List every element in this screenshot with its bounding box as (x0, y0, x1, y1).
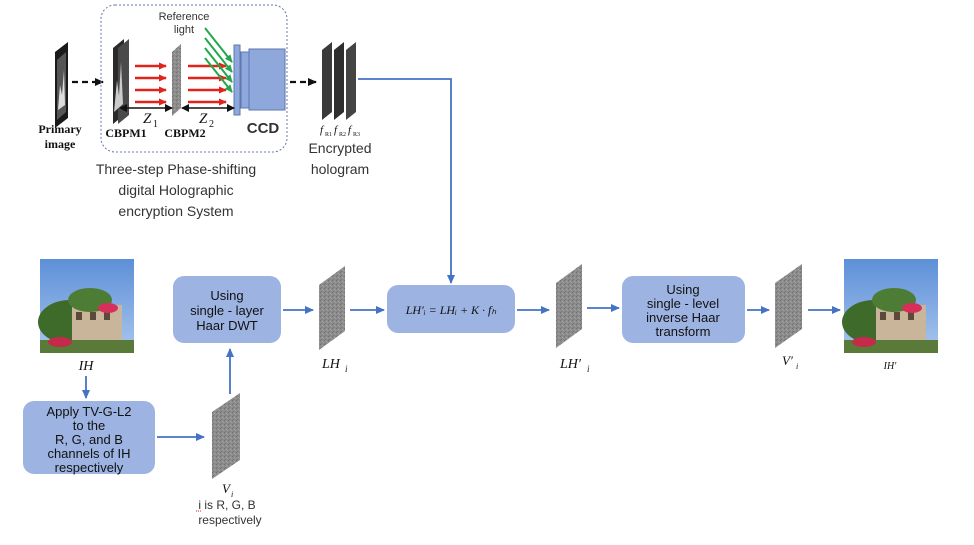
inverse-haar-box (622, 276, 745, 343)
reference-light-beams (204, 27, 233, 93)
apply-tv-g-l2-box (23, 401, 155, 474)
lhi-subscript: i (345, 364, 348, 374)
cbpm2-label: CBPM2 (164, 126, 205, 140)
haar-dwt-box (173, 276, 281, 343)
lhi-label: LH (321, 357, 341, 372)
primary-image-label: Primary (38, 122, 81, 136)
primary-image-label-2: image (45, 137, 76, 151)
apply-box-line-3: R, G, and B (55, 432, 123, 447)
ih-image (38, 259, 134, 353)
lhi-prime-label: LH′ (559, 357, 582, 372)
z1-subscript: 1 (153, 119, 158, 130)
inverse-box-line-4: transform (656, 324, 711, 339)
reference-light-label: Reference (159, 11, 210, 23)
vi-label: V (222, 481, 232, 496)
z2-subscript: 2 (209, 119, 214, 130)
system-caption-line-3: encryption System (118, 203, 233, 219)
apply-box-line-2: to the (73, 418, 106, 433)
hologram-label-2: f (334, 124, 339, 136)
system-caption-line-1: Three-step Phase-shifting (96, 161, 256, 177)
ccd-camera (233, 44, 286, 116)
lhi-prime-subscript: i (587, 364, 590, 374)
ih-label: IH (78, 359, 95, 374)
vi-subscript: i (231, 490, 233, 499)
cbpm1-label: CBPM1 (105, 126, 146, 140)
cbpm2-plate (172, 44, 181, 116)
encrypted-caption-line-1: Encrypted (308, 140, 371, 156)
dwt-box-line-1: Using (210, 288, 243, 303)
inverse-box-line-1: Using (666, 282, 699, 297)
embedding-formula-box (387, 285, 515, 333)
apply-box-line-4: channels of IH (47, 446, 130, 461)
cbpm1-plate (113, 39, 129, 124)
vi-caption-line-1: i is R, G, B (198, 498, 255, 512)
hologram-sub-1: R1 (325, 132, 332, 138)
hologram-to-formula-arrow (358, 78, 455, 284)
ih-prime-image (842, 259, 938, 353)
vi-prime-subscript: i (796, 362, 798, 371)
red-beams-2 (188, 62, 227, 106)
inverse-box-line-3: inverse Haar (646, 310, 720, 325)
hologram-label-3: f (348, 124, 353, 136)
lhi-plate (319, 266, 345, 350)
vi-prime-label: V′ (782, 353, 793, 368)
apply-box-line-5: respectively (55, 460, 124, 475)
encrypted-caption-line-2: hologram (311, 161, 369, 177)
primary-image-plate (55, 42, 68, 128)
ih-prime-label: IH′ (883, 361, 898, 372)
hologram-sub-2: R2 (339, 132, 346, 138)
red-beams-1 (135, 62, 167, 106)
z1-label: Z (143, 111, 152, 127)
hologram-label-1: f (320, 124, 325, 136)
hologram-labels: f R1 f R2 f R3 (320, 124, 360, 138)
lhi-prime-plate (556, 264, 582, 348)
encrypted-hologram-stack (322, 42, 356, 120)
z2-label: Z (199, 111, 208, 127)
vi-prime-plate (775, 264, 802, 348)
system-caption-line-2: digital Holographic (118, 182, 233, 198)
apply-box-line-1: Apply TV-G-L2 (46, 404, 131, 419)
vi-plate (212, 393, 240, 479)
dwt-box-line-2: single - layer (190, 303, 264, 318)
vi-caption-line-2: respectively (198, 513, 261, 527)
reference-light-label-2: light (174, 24, 194, 36)
holographic-system-box (100, 4, 288, 153)
dwt-box-line-3: Haar DWT (196, 318, 257, 333)
hologram-sub-3: R3 (353, 132, 360, 138)
ccd-label: CCD (247, 120, 280, 137)
embedding-formula-text: LH′ᵢ = LHᵢ + K · fₕ (405, 303, 497, 317)
inverse-box-line-2: single - level (647, 296, 719, 311)
